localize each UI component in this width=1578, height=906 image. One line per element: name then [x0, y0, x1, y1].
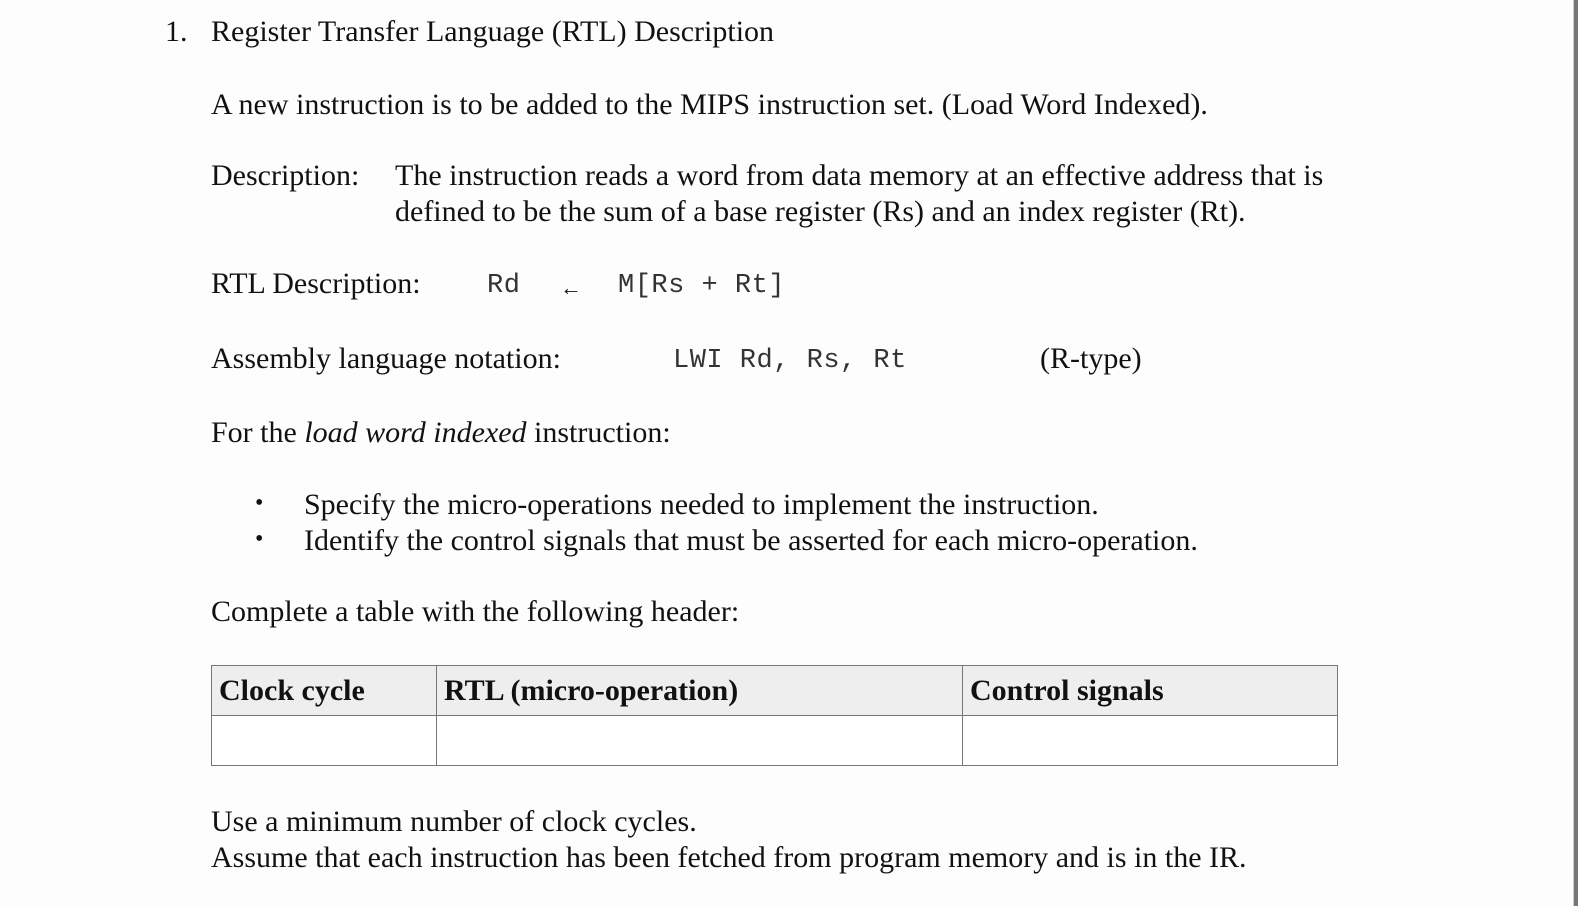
assembly-label: Assembly language notation: [211, 342, 561, 375]
cell-rtl [436, 715, 963, 766]
for-line-prefix: For the [211, 416, 305, 449]
for-line-italic: load word indexed [304, 416, 527, 449]
for-line-suffix: instruction: [526, 416, 671, 449]
footer-line-1: Use a minimum number of clock cycles. [211, 805, 697, 838]
table-row [211, 715, 1338, 766]
page-edge-scrollbar[interactable] [1574, 0, 1578, 906]
instruction-type: (R-type) [1040, 342, 1142, 375]
header-rtl-micro-operation: RTL (micro-operation) [436, 665, 963, 716]
bullet-icon: • [255, 526, 264, 552]
cell-control-signals [962, 715, 1338, 766]
heading-title: Register Transfer Language (RTL) Descrip… [211, 15, 775, 48]
heading-number: 1. [165, 15, 188, 48]
footer-line-2: Assume that each instruction has been fe… [211, 841, 1247, 874]
description-label: Description: [211, 159, 360, 192]
table-intro: Complete a table with the following head… [211, 595, 740, 628]
description-line-2: defined to be the sum of a base register… [395, 195, 1246, 228]
for-line: For the load word indexed instruction: [211, 415, 671, 451]
header-clock-cycle: Clock cycle [211, 665, 437, 716]
table-header-row: Clock cycle RTL (micro-operation) Contro… [211, 665, 1338, 716]
description-line-1: The instruction reads a word from data m… [395, 159, 1324, 192]
page-edge-shadow [1573, 0, 1574, 906]
bullet-icon: • [255, 490, 264, 516]
assembly-code: LWI Rd, Rs, Rt [673, 346, 907, 376]
header-control-signals: Control signals [962, 665, 1338, 716]
cell-clock-cycle [211, 715, 437, 766]
answer-table: Clock cycle RTL (micro-operation) Contro… [211, 665, 1338, 766]
rtl-dest: Rd [487, 271, 521, 301]
left-arrow-icon: ← [560, 275, 582, 300]
rtl-expression: M[Rs + Rt] [618, 271, 786, 301]
bullet-item-1: Specify the micro-operations needed to i… [304, 488, 1099, 521]
rtl-label: RTL Description: [211, 267, 421, 300]
bullet-item-2: Identify the control signals that must b… [304, 524, 1198, 557]
intro-text: A new instruction is to be added to the … [211, 88, 1208, 121]
